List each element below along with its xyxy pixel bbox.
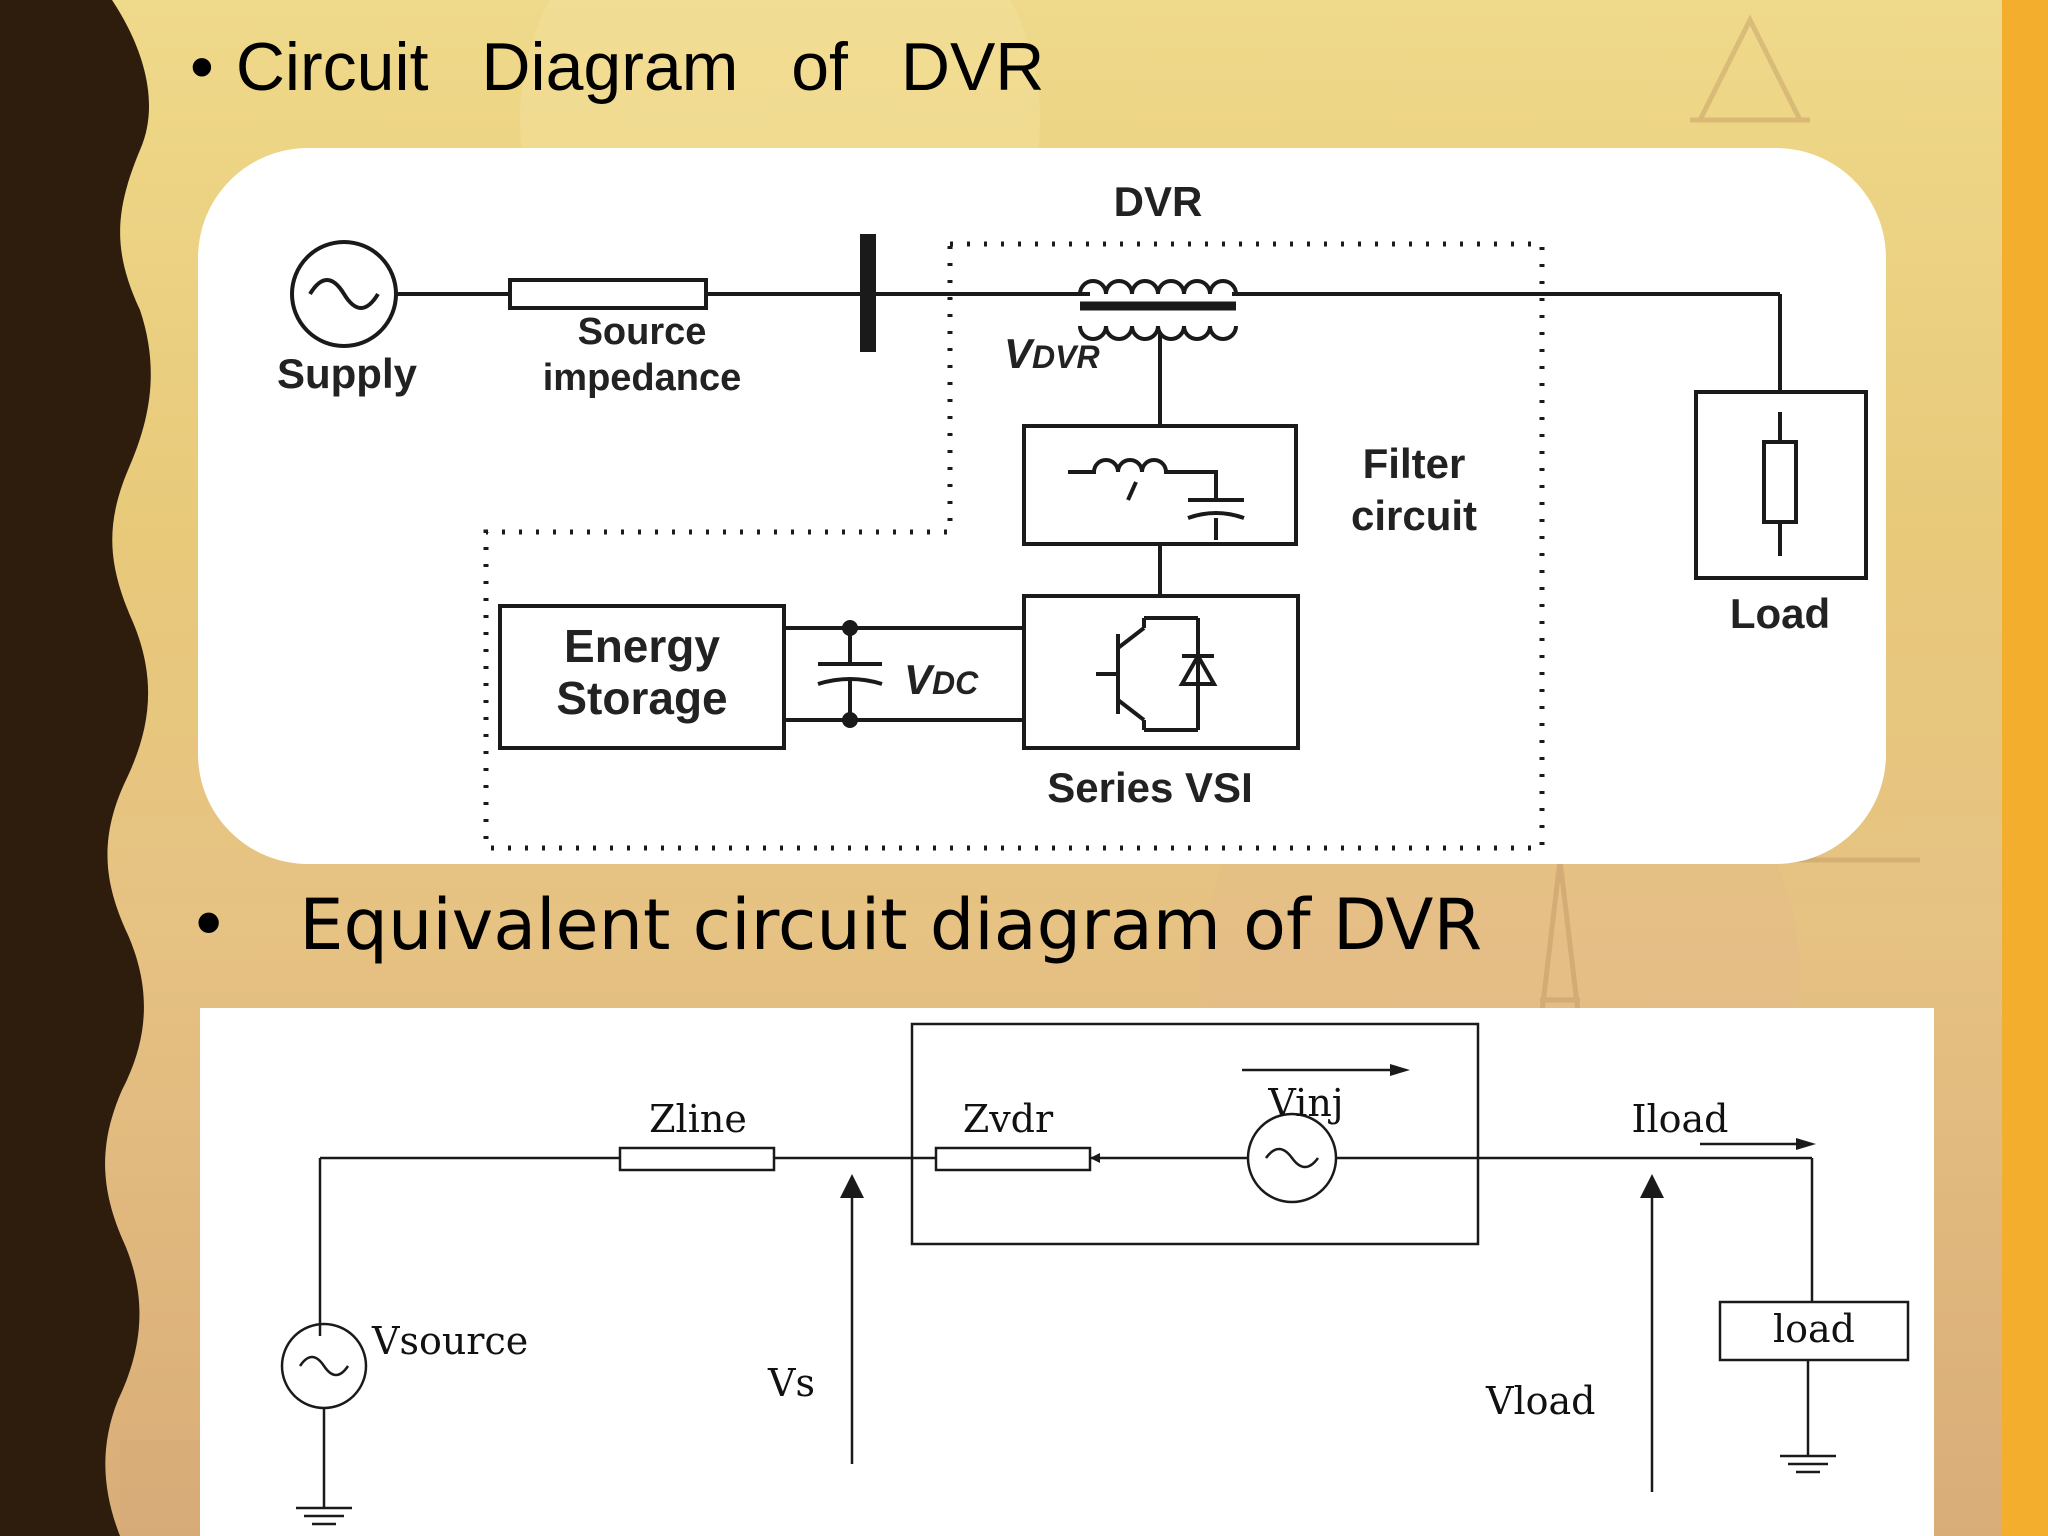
source-impedance-label-line1: Source — [578, 311, 707, 353]
vsource-label: Vsource — [371, 1319, 528, 1363]
vdc-label: VDC — [904, 656, 979, 703]
inductor-icon — [1068, 458, 1218, 500]
title-circuit-diagram: • Circuit Diagram of DVR — [190, 28, 1044, 106]
vdvr-label: VDVR — [1004, 330, 1100, 377]
filter-label-line2: circuit — [1351, 492, 1477, 539]
load-box — [1718, 1300, 1910, 1362]
filter-label-line1: Filter — [1363, 440, 1466, 487]
energy-storage-label-line1: Energy — [564, 620, 720, 672]
sine-wave-icon — [308, 278, 380, 310]
transformer-primary — [1078, 279, 1238, 295]
filter-circuit-block — [1022, 424, 1298, 546]
series-vsi-label: Series VSI — [1047, 764, 1252, 811]
vs-label: Vs — [767, 1361, 815, 1405]
source-impedance-block — [508, 278, 708, 310]
zvdr-label: Zvdr — [963, 1097, 1054, 1141]
load-box-label: load — [1773, 1307, 1855, 1351]
energy-storage-label-line2: Storage — [556, 672, 727, 724]
equivalent-circuit-diagram: Zline Zvdr Vinj Iload Vsource Vs Vload l… — [200, 1008, 1934, 1536]
diode-icon — [1178, 651, 1218, 686]
zline-label: Zline — [649, 1097, 747, 1141]
dvr-circuit-diagram: DVR Supply Source impedance VDVR Filter … — [198, 148, 1886, 864]
iload-label: Iload — [1631, 1097, 1728, 1141]
vload-label: Vload — [1485, 1379, 1595, 1423]
zline-impedance — [618, 1146, 776, 1172]
right-accent-stripe — [2002, 0, 2048, 1536]
load-block — [1694, 390, 1868, 580]
dvr-equivalent-box — [910, 1022, 1480, 1246]
zvdr-impedance — [934, 1146, 1092, 1172]
energy-storage-block — [498, 604, 786, 750]
source-impedance-label-line2: impedance — [543, 357, 742, 399]
title-equivalent-circuit: • Equivalent circuit diagram of DVR — [188, 884, 1482, 966]
title-circuit-text: Circuit Diagram of DVR — [235, 29, 1045, 105]
bullet-glyph: • — [188, 884, 230, 966]
supply-label: Supply — [277, 350, 418, 397]
load-label: Load — [1730, 590, 1830, 637]
vinj-label: Vinj — [1267, 1081, 1343, 1125]
transformer-secondary — [1078, 325, 1238, 341]
bullet-glyph: • — [190, 29, 214, 105]
dvr-label: DVR — [1114, 178, 1203, 225]
series-vsi-block — [1022, 594, 1300, 750]
title-equivalent-text: Equivalent circuit diagram of DVR — [299, 884, 1483, 966]
